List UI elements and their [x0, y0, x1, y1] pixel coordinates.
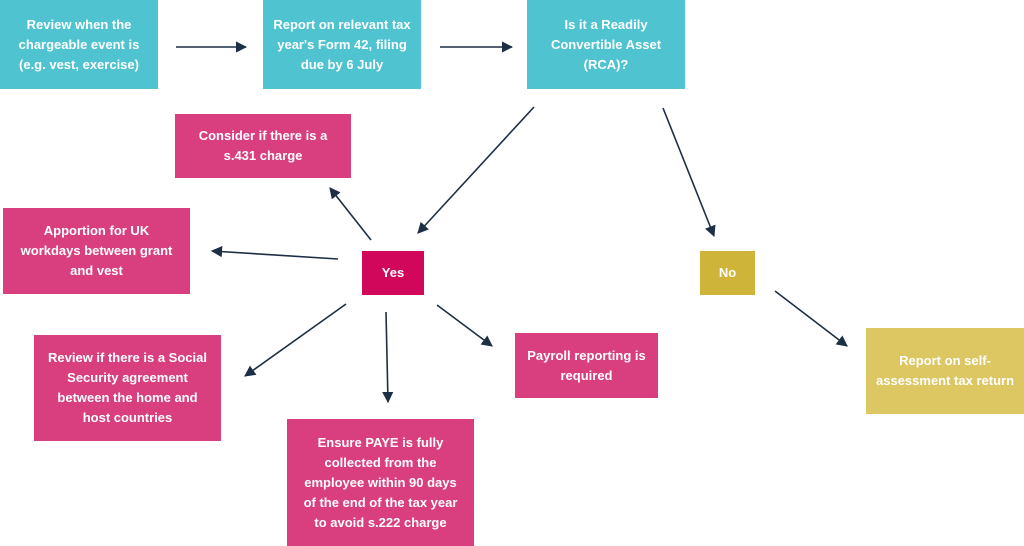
- arrow-rca-to-no: [662, 107, 716, 238]
- arrow-rca-to-yes: [417, 106, 535, 234]
- s431-charge-box: Consider if there is a s.431 charge: [175, 114, 351, 178]
- report-form42-box: Report on relevant tax year's Form 42, f…: [263, 0, 421, 89]
- arrow-yes-to-s431: [329, 187, 372, 241]
- yes-box: Yes: [362, 251, 424, 295]
- arrow-yes-to-social-security: [244, 303, 347, 377]
- arrow-yes-to-apportion: [210, 246, 339, 260]
- social-security-box: Review if there is a Social Security agr…: [34, 335, 221, 441]
- arrow-yes-to-payroll: [436, 304, 493, 347]
- review-event-box: Review when the chargeable event is (e.g…: [0, 0, 158, 89]
- arrow-no-to-self-assessment: [774, 290, 848, 347]
- apportion-workdays-box: Apportion for UK workdays between grant …: [3, 208, 190, 294]
- payroll-reporting-box: Payroll reporting is required: [515, 333, 658, 398]
- no-box: No: [700, 251, 755, 295]
- rca-question-box: Is it a Readily Convertible Asset (RCA)?: [527, 0, 685, 89]
- arrow-yes-to-paye: [382, 311, 394, 404]
- paye-box: Ensure PAYE is fully collected from the …: [287, 419, 474, 546]
- self-assessment-box: Report on self-assessment tax return: [866, 328, 1024, 414]
